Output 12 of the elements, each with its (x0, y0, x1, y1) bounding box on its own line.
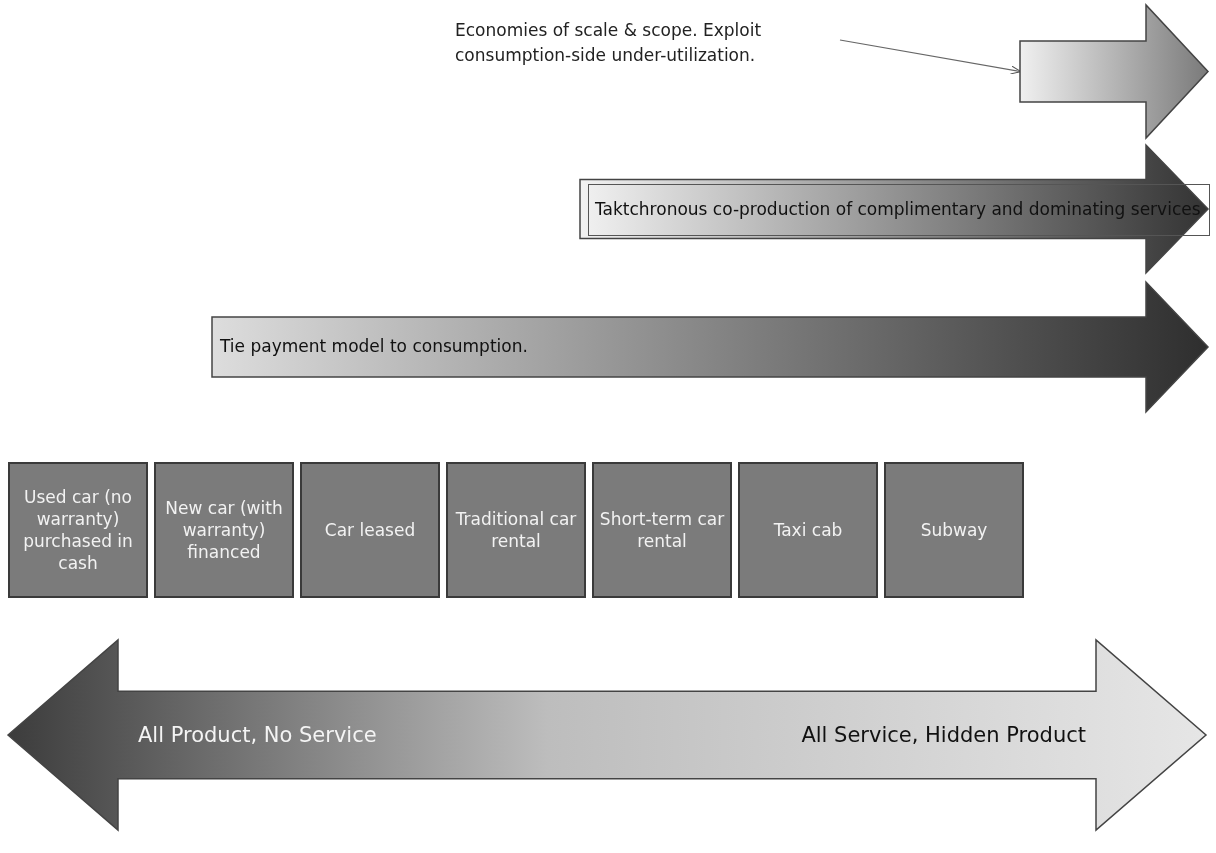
category-box: Taxi cab (738, 462, 878, 598)
category-box: Traditional car rental (446, 462, 586, 598)
category-box: Short-term car rental (592, 462, 732, 598)
category-box: New car (with warranty) financed (154, 462, 294, 598)
category-box: Car leased (300, 462, 440, 598)
arrow-label: Tie payment model to consumption. (220, 335, 529, 359)
category-box: Subway (884, 462, 1024, 598)
arrow-label: All Service, Hidden Product (801, 722, 1086, 749)
category-box: Used car (no warranty) purchased in cash (8, 462, 148, 598)
annotation-text: Economies of scale & scope. Exploit consumption-side under-utilization. (455, 19, 763, 67)
arrow-label: Taktchronous co-production of complimentary and dominating services (588, 183, 1210, 237)
arrow-label: All Product, No Service (138, 722, 377, 749)
